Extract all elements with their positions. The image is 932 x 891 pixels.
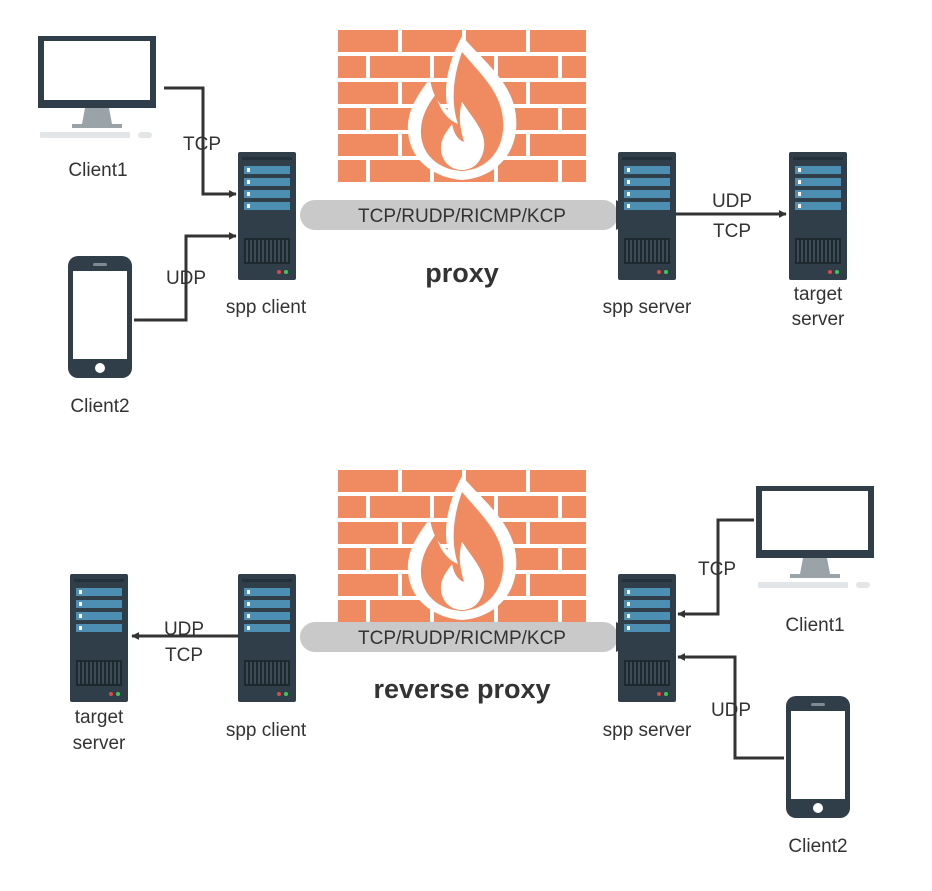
spp-server-icon xyxy=(617,573,677,703)
reverse-proxy-title: reverse proxy xyxy=(373,674,550,704)
out-tcp-label: TCP xyxy=(165,645,203,666)
firewall-icon xyxy=(338,470,586,622)
tunnel-label: TCP/RUDP/RICMP/KCP xyxy=(358,206,566,227)
target-server-icon xyxy=(69,573,129,703)
out-udp-label: UDP xyxy=(712,191,752,212)
target-label-line2: server xyxy=(73,733,126,754)
udp-connector xyxy=(677,653,784,760)
tcp-label: TCP xyxy=(698,559,736,580)
client1-label: Client1 xyxy=(68,160,127,181)
spp-client-label: spp client xyxy=(226,297,307,318)
client2-label: Client2 xyxy=(788,836,847,857)
spp-server-label: spp server xyxy=(603,720,692,741)
client2-label: Client2 xyxy=(70,396,129,417)
tcp-connector xyxy=(677,518,754,618)
client1-label: Client1 xyxy=(785,615,844,636)
target-label-line2: server xyxy=(792,309,845,330)
spp-server-icon xyxy=(617,151,677,281)
out-tcp-label: TCP xyxy=(713,221,751,242)
target-label-line1: target xyxy=(794,284,843,305)
firewall-icon xyxy=(338,30,586,182)
tunnel-label: TCP/RUDP/RICMP/KCP xyxy=(358,628,566,649)
out-udp-label: UDP xyxy=(164,619,204,640)
reverse-proxy-section: TCP/RUDP/RICMP/KCP reverse proxy target … xyxy=(69,470,874,857)
spp-client-label: spp client xyxy=(226,720,307,741)
proxy-title: proxy xyxy=(425,258,499,288)
spp-client-server-icon xyxy=(237,151,297,281)
tunnel xyxy=(300,200,618,230)
tcp-connector xyxy=(164,86,237,198)
spp-server-label: spp server xyxy=(603,297,692,318)
client1-monitor-icon xyxy=(756,486,874,588)
udp-label: UDP xyxy=(166,268,206,289)
client1-monitor-icon xyxy=(38,36,156,138)
client2-phone-icon xyxy=(786,696,850,818)
tunnel xyxy=(300,622,618,652)
client2-phone-icon xyxy=(68,256,132,378)
udp-connector xyxy=(134,232,237,322)
tcp-label: TCP xyxy=(183,134,221,155)
target-label-line1: target xyxy=(75,707,124,728)
udp-label: UDP xyxy=(711,700,751,721)
target-server-icon xyxy=(788,151,848,281)
spp-client-server-icon xyxy=(237,573,297,703)
proxy-section: TCP/RUDP/RICMP/KCP proxy Client1 Client2… xyxy=(38,30,848,417)
